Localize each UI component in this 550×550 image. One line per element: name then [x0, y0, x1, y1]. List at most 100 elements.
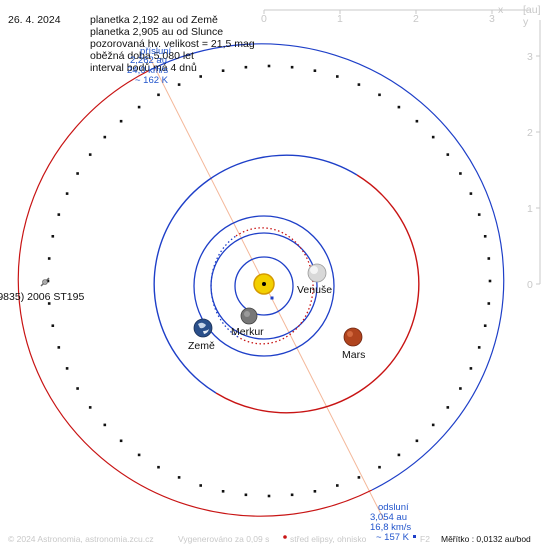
orbit-point	[244, 493, 248, 497]
orbit-point	[290, 65, 294, 69]
orbit-point	[88, 153, 92, 156]
orbit-point	[244, 65, 248, 69]
orbit-point	[378, 465, 381, 469]
orbit-point	[51, 324, 55, 327]
aphelion-title: odsluní	[378, 502, 409, 513]
orbit-point	[88, 406, 92, 409]
asteroid-orbit-red	[17, 69, 373, 517]
legend-f2-label: F2	[420, 534, 430, 544]
ellipse-center-mark	[270, 296, 274, 300]
mercury-label: Merkur	[231, 326, 264, 338]
orbit-point	[488, 279, 492, 283]
orbit-point	[65, 192, 69, 195]
asteroid-orbit-blue	[149, 43, 505, 491]
orbit-point	[477, 346, 481, 349]
orbit-point	[46, 279, 50, 283]
orbit-point	[177, 83, 181, 86]
perihelion-temperature: ~ 162 K	[135, 75, 169, 86]
orbit-point	[119, 439, 123, 443]
orbit-point	[415, 119, 419, 123]
orbit-point	[431, 135, 435, 139]
info-line-distance-sun: planetka 2,905 au od Slunce	[90, 26, 224, 38]
orbit-point	[487, 302, 491, 305]
orbit-point	[397, 453, 401, 457]
mars-planet[interactable]	[343, 327, 363, 347]
orbit-point	[313, 490, 317, 493]
perihelion-speed: 24,0 km/s	[127, 65, 169, 76]
asteroid-orbit-points	[46, 64, 492, 498]
venus-planet[interactable]	[307, 263, 327, 283]
info-line-period: oběžná doba 5,080 let	[90, 50, 194, 62]
inner-dotted-red-arc	[235, 227, 314, 345]
y-tick-2: 2	[527, 127, 533, 139]
orbit-point	[47, 302, 51, 305]
orbit-point	[459, 387, 462, 390]
info-line-distance-earth: planetka 2,192 au od Země	[90, 14, 218, 26]
mars-orbit-blue	[153, 154, 358, 394]
orbit-point	[483, 235, 487, 238]
orbit-point	[137, 453, 141, 457]
orbit-point	[199, 75, 202, 78]
orbit-point	[221, 490, 225, 493]
orbit-point	[199, 484, 202, 487]
orbit-point	[415, 439, 419, 443]
orbit-point	[76, 172, 79, 175]
orbit-point	[357, 83, 361, 86]
info-line-magnitude: pozorovaná hv. velikost = 21,5 mag	[90, 38, 255, 50]
asteroid-marker[interactable]	[40, 277, 50, 287]
orbit-point	[119, 119, 123, 123]
copyright-credit: © 2024 Astronomia, astronomia.zcu.cz	[8, 534, 154, 544]
mercury-planet[interactable]	[240, 307, 258, 325]
orbit-point	[51, 235, 55, 238]
earth-label: Země	[188, 340, 215, 352]
orbit-point	[477, 213, 481, 216]
orbit-point	[378, 93, 381, 97]
aphelion-temperature: ~ 157 K	[376, 532, 410, 543]
legend-focus-square	[413, 535, 416, 538]
perihelion-distance: 2,262 au	[130, 55, 167, 66]
orbit-point	[221, 69, 225, 72]
orbit-point	[397, 105, 401, 109]
orbit-point	[469, 192, 473, 195]
y-axis	[536, 20, 541, 285]
x-tick-2: 2	[413, 13, 419, 25]
venus-label: Venuše	[297, 284, 333, 296]
orbit-point	[446, 153, 450, 156]
orbit-point	[157, 93, 160, 97]
aphelion-distance: 3,054 au	[370, 512, 407, 523]
orbit-point	[290, 493, 294, 497]
info-line-interval: interval bodů má 4 dnů	[90, 62, 197, 74]
orbit-point	[267, 64, 271, 68]
aphelion-speed: 16,8 km/s	[370, 522, 412, 533]
y-tick-3: 3	[527, 51, 533, 63]
mars-label: Mars	[342, 349, 366, 361]
mercury-orbit	[234, 256, 294, 316]
legend-ellipse-center-dot	[283, 535, 287, 539]
orbit-point	[177, 476, 181, 479]
orbit-point	[103, 423, 107, 427]
orbit-point	[313, 69, 317, 72]
y-tick-0: 0	[527, 279, 533, 291]
earth-planet[interactable]	[193, 318, 213, 338]
x-axis-mark: x	[498, 4, 504, 16]
scale-label: Měřítko : 0,0132 au/bod	[441, 534, 531, 544]
orbit-point	[57, 213, 61, 216]
orbit-point	[483, 324, 487, 327]
asteroid-label-clip: (99835) 2006 ST195	[0, 290, 100, 304]
generation-time: Vygenerováno za 0,09 s	[178, 534, 270, 544]
orbit-point	[487, 257, 491, 260]
x-axis	[263, 9, 530, 14]
orbit-point	[157, 465, 160, 469]
orbit-point	[76, 387, 79, 390]
orbit-point	[459, 172, 462, 175]
orbit-point	[57, 346, 61, 349]
orbit-point	[137, 105, 141, 109]
earth-orbit	[193, 215, 335, 357]
orbit-point	[47, 257, 51, 260]
orbit-point	[336, 484, 339, 487]
x-tick-0: 0	[261, 13, 267, 25]
orbit-point	[267, 494, 271, 498]
legend-ellipse-center-label: střed elipsy, ohnisko	[290, 534, 367, 544]
orbit-point	[357, 476, 361, 479]
